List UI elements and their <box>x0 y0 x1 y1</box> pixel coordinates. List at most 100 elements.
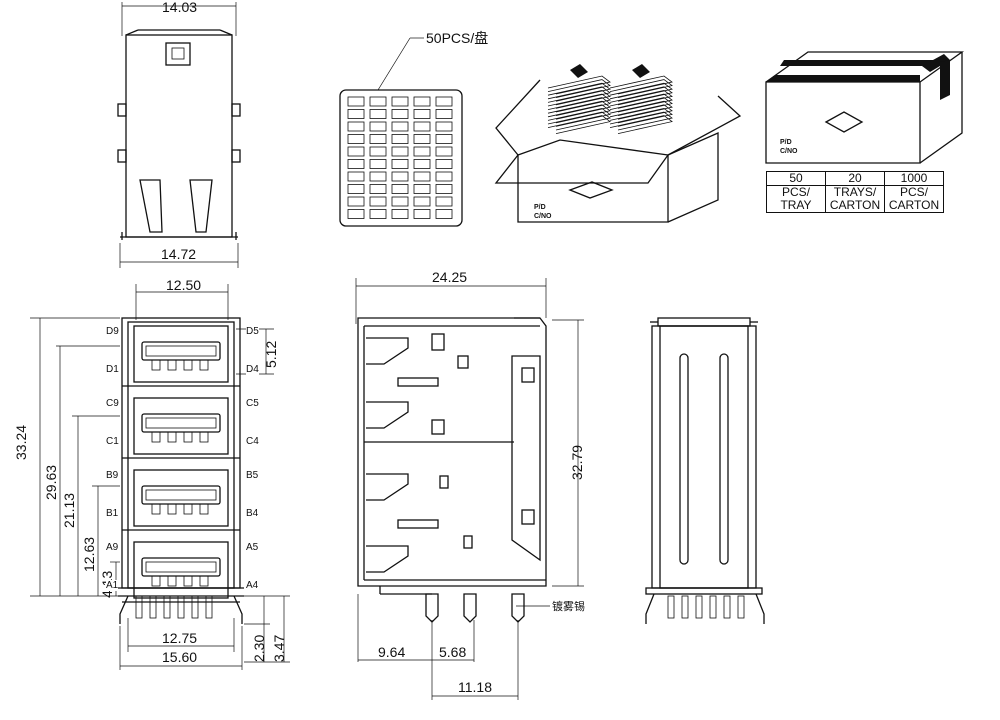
tray-cell <box>391 209 409 219</box>
tray-cell <box>369 109 387 119</box>
tray-layer <box>609 82 673 102</box>
tray-layer <box>547 93 611 113</box>
tray-cell <box>413 121 431 132</box>
tray-cell <box>347 209 365 219</box>
pin-label-d9: D9 <box>106 326 119 337</box>
unit-line: CARTON <box>829 198 881 212</box>
tray-cell <box>369 159 387 169</box>
port-contact <box>183 359 193 371</box>
closed-carton-illustration: P/D C/NO <box>765 51 965 164</box>
tray-cell <box>369 184 387 194</box>
dim-side-c: 11.18 <box>458 679 492 695</box>
pin-label-c1: C1 <box>106 436 119 447</box>
tray-layer <box>609 104 673 124</box>
tray-handle <box>632 64 650 78</box>
top-view: 14.03 14.72 <box>117 0 241 268</box>
tray-cell <box>391 159 409 169</box>
port-contact <box>199 431 209 443</box>
tray-cell <box>413 171 431 182</box>
dim-front-width: 12.50 <box>166 277 201 293</box>
table-unit-trays-per-carton: TRAYS/CARTON <box>825 185 885 213</box>
tray-cell <box>391 121 409 132</box>
port-tongue <box>141 485 221 505</box>
port-contact <box>167 431 177 443</box>
port-contact <box>151 503 161 515</box>
table-value-pcs-per-carton: 1000 <box>884 171 944 186</box>
pin <box>177 595 185 619</box>
tray-layer <box>609 100 673 120</box>
tray-cell <box>435 184 453 194</box>
tray-layer <box>547 115 611 134</box>
pin-label-c4: C4 <box>246 436 259 447</box>
unit-line: TRAY <box>780 198 812 212</box>
tray-cell <box>413 96 431 107</box>
tray-cell <box>369 121 387 132</box>
port-latch <box>366 545 409 573</box>
pin-label-b4: B4 <box>246 508 259 519</box>
tray-layer <box>609 93 673 113</box>
port-contact <box>183 431 193 443</box>
pin-label-b5: B5 <box>246 470 259 481</box>
tray-layer <box>547 89 611 109</box>
port-contact <box>183 503 193 515</box>
tray-layer <box>547 86 611 106</box>
tray-layer <box>609 97 673 116</box>
open-box-label-pd: P/D <box>534 204 546 211</box>
usb-port <box>133 397 229 455</box>
unit-line: PCS/ <box>781 185 810 199</box>
tray-cell <box>435 196 453 207</box>
tray-cell <box>413 196 431 207</box>
dim-height-3: 21.13 <box>61 493 77 528</box>
tray-handle <box>570 64 588 78</box>
tray-label: 50PCS/盘 <box>426 30 488 46</box>
dim-side-length: 24.25 <box>432 269 467 285</box>
pin-label-a4: A4 <box>246 580 259 591</box>
pin <box>723 595 731 619</box>
tray-layer <box>547 104 611 124</box>
dim-base-width: 12.75 <box>162 630 197 646</box>
tray-cell <box>413 159 431 169</box>
port-contact <box>167 575 177 587</box>
tray-illustration: 50PCS/盘 <box>339 30 488 227</box>
port-contact <box>151 359 161 371</box>
tray-cell <box>369 209 387 219</box>
port-latch <box>366 473 409 501</box>
tray-cell <box>347 184 365 194</box>
tray-cell <box>435 109 453 119</box>
table-unit-pcs-per-carton: PCS/CARTON <box>884 185 944 213</box>
carton-label-cno: C/NO <box>780 148 798 155</box>
pin <box>135 595 143 619</box>
dim-leg-height: 2.30 <box>251 635 267 662</box>
open-box-illustration: P/D C/NO <box>494 64 742 223</box>
pin <box>681 595 689 619</box>
port-contact-area <box>145 489 217 501</box>
tray-cell <box>347 159 365 169</box>
dim-top-view-base: 14.72 <box>161 246 196 262</box>
rear-view <box>645 317 765 624</box>
dim-side-b: 5.68 <box>439 644 466 660</box>
port-tongue <box>141 413 221 433</box>
tray-layer <box>547 111 611 131</box>
tray-cell <box>347 146 365 157</box>
port-contact-area <box>145 417 217 429</box>
carton-label-pd: P/D <box>780 139 792 146</box>
pin-label-d1: D1 <box>106 364 119 375</box>
pin <box>205 595 213 619</box>
tray-layer <box>609 86 673 106</box>
tray-layer <box>547 100 611 120</box>
dim-overall-height: 33.24 <box>13 425 29 460</box>
tray-cell <box>435 121 453 132</box>
usb-port <box>133 469 229 527</box>
tray-cell <box>369 171 387 182</box>
port-tongue <box>141 557 221 577</box>
pin <box>191 595 199 619</box>
pin-label-c9: C9 <box>106 398 119 409</box>
tray-cell <box>391 96 409 107</box>
pin-label-c5: C5 <box>246 398 259 409</box>
tray-cell <box>369 134 387 144</box>
pin-label-d4: D4 <box>246 364 259 375</box>
plating-note: 镀雾锡 <box>552 599 585 613</box>
tray-cell <box>369 96 387 107</box>
tray-cell <box>347 96 365 107</box>
